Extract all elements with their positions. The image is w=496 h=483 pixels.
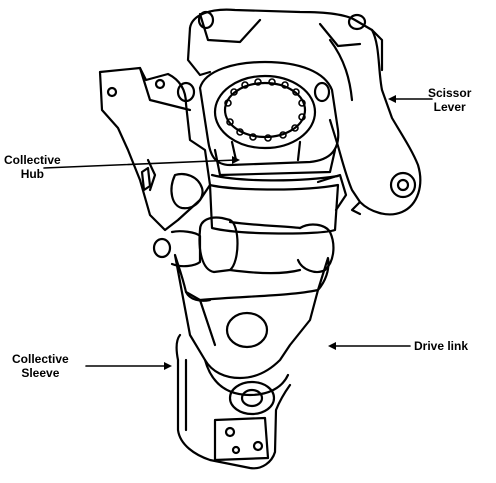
collective-sleeve-part bbox=[175, 333, 292, 470]
label-collective-hub-line1: Collective bbox=[4, 153, 61, 167]
label-scissor-lever: Scissor Lever bbox=[428, 86, 471, 114]
label-scissor-lever-line1: Scissor bbox=[428, 86, 472, 100]
collective-hub-part bbox=[176, 60, 340, 182]
center-body-part bbox=[152, 173, 348, 275]
label-collective-hub-line2: Hub bbox=[20, 167, 45, 181]
leader-lines bbox=[43, 95, 433, 370]
leader-collective-hub bbox=[43, 159, 237, 169]
left-bracket-part bbox=[98, 66, 212, 232]
scissor-lever-part bbox=[186, 8, 422, 216]
label-collective-sleeve-line2: Sleeve bbox=[21, 366, 60, 380]
label-drive-link: Drive link bbox=[414, 339, 468, 353]
label-collective-sleeve-line1: Collective bbox=[12, 352, 69, 366]
label-collective-hub: Collective Hub bbox=[4, 153, 61, 181]
label-scissor-lever-line2: Lever bbox=[433, 100, 466, 114]
label-collective-sleeve: Collective Sleeve bbox=[12, 352, 69, 380]
drive-link-part bbox=[173, 253, 330, 380]
label-drive-link-text: Drive link bbox=[414, 339, 469, 353]
